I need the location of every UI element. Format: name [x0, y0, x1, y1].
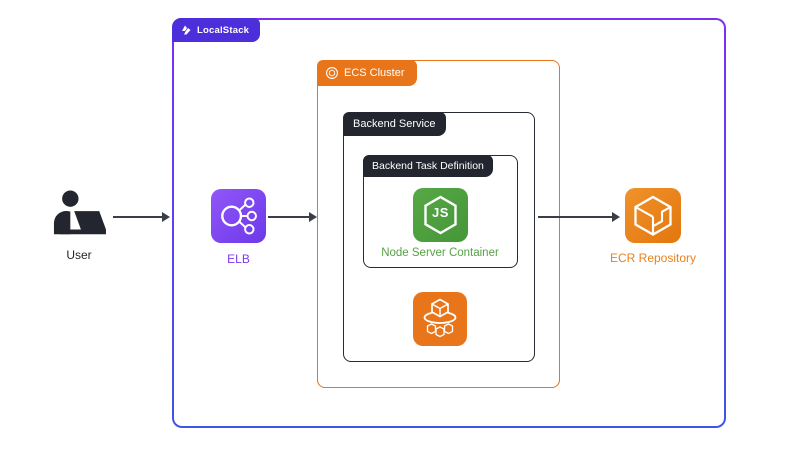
arrow-backend-service-to-ecr — [538, 212, 620, 222]
localstack-badge: LocalStack — [172, 18, 261, 42]
node-server-container-label: Node Server Container — [381, 247, 499, 259]
user-label: User — [66, 248, 92, 262]
ecs-cluster-icon — [325, 66, 339, 80]
backend-task-definition-badge: Backend Task Definition — [363, 155, 493, 177]
ecr-repository-icon — [625, 188, 681, 243]
backend-task-definition-badge-label: Backend Task Definition — [372, 160, 484, 172]
backend-service-badge-label: Backend Service — [353, 118, 436, 130]
ecr-repository-label: ECR Repository — [609, 251, 697, 265]
elb-label: ELB — [227, 252, 250, 266]
ecs-service-icon — [413, 292, 467, 346]
user-at-laptop-icon — [50, 189, 108, 242]
localstack-badge-label: LocalStack — [197, 24, 250, 36]
ecs-cluster-group-box — [317, 60, 560, 388]
elb-icon — [211, 189, 266, 243]
arrow-user-to-localstack — [113, 212, 170, 222]
backend-service-badge: Backend Service — [343, 112, 446, 136]
nodejs-icon: JS — [413, 188, 468, 242]
arrow-elb-to-ecs-cluster — [268, 212, 317, 222]
localstack-logo-icon — [180, 24, 192, 36]
ecs-cluster-badge: ECS Cluster — [317, 60, 417, 86]
ecs-cluster-badge-label: ECS Cluster — [344, 67, 405, 79]
nodejs-icon-text: JS — [432, 205, 449, 220]
